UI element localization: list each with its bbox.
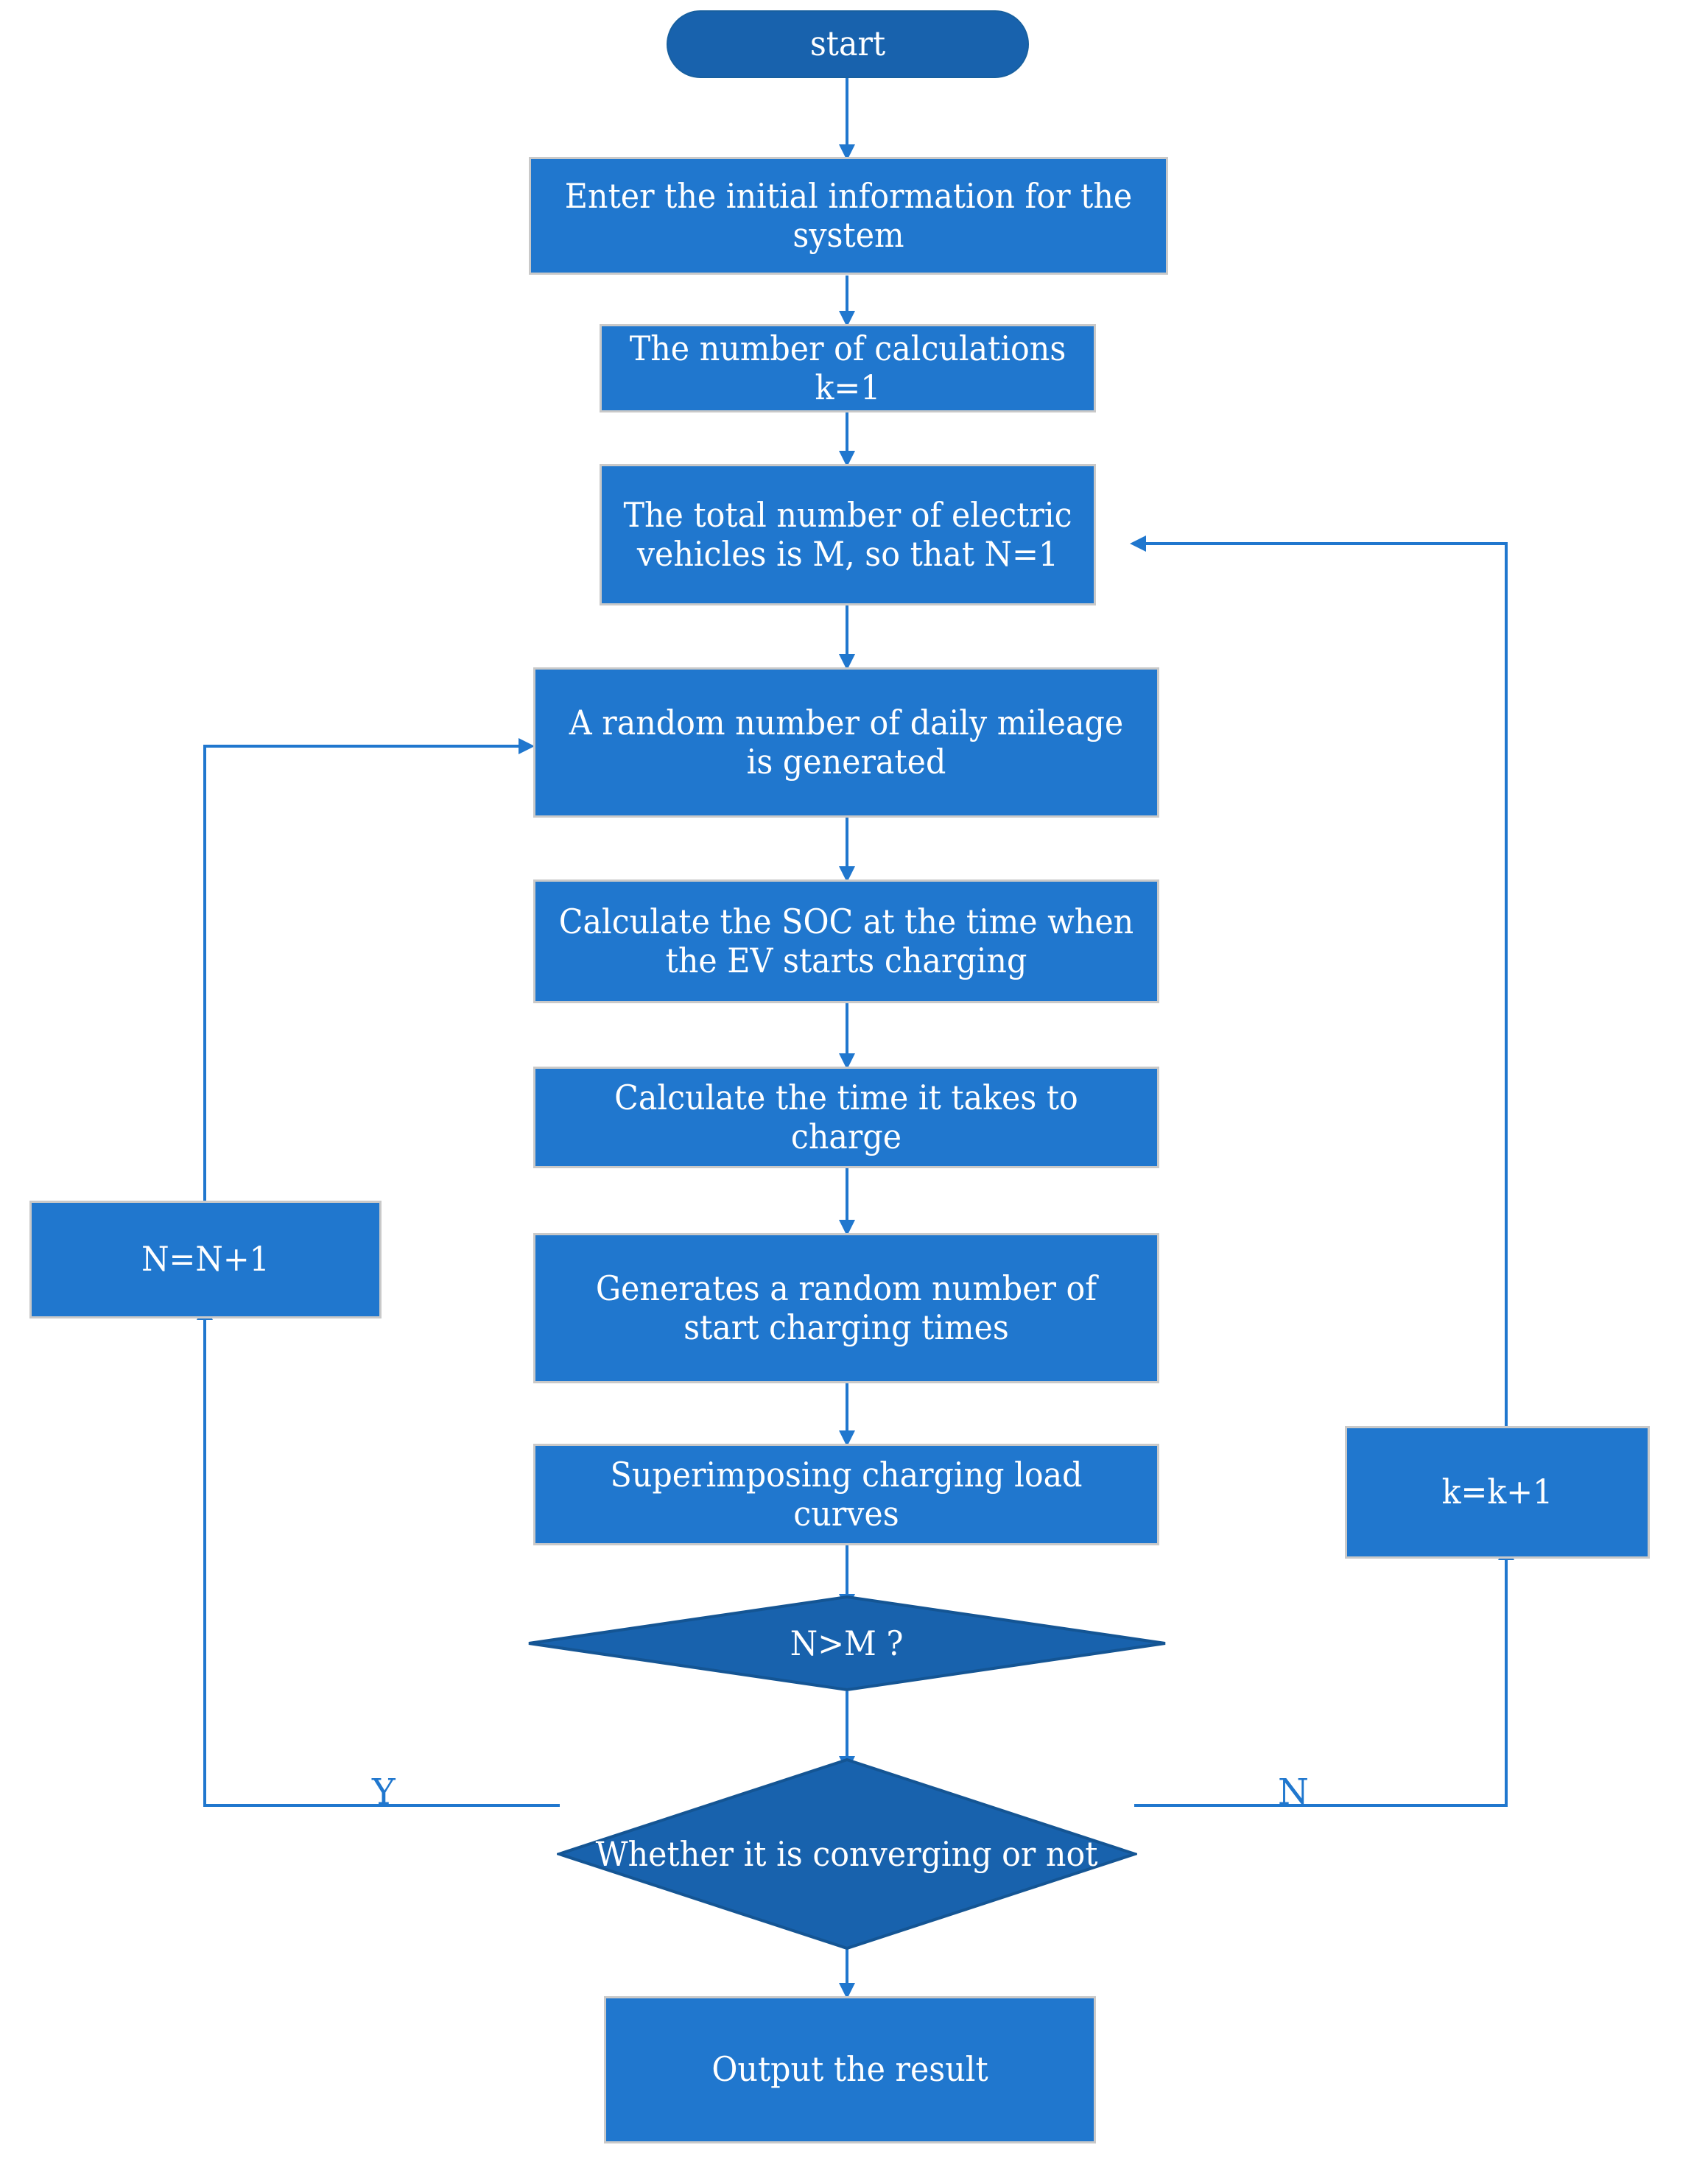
edge-label-no-text: N xyxy=(1278,1772,1309,1813)
node-decision-converge[interactable]: Whether it is converging or not xyxy=(557,1758,1137,1950)
node-calc-soc-label: Calculate the SOC at the time when the E… xyxy=(558,901,1134,980)
node-num-calc[interactable]: The number of calculations k=1 xyxy=(600,324,1096,412)
node-enter-info-label: Enter the initial information for the sy… xyxy=(564,175,1133,255)
node-gen-start-times[interactable]: Generates a random number of start charg… xyxy=(533,1233,1159,1383)
node-superimpose-label: Superimposing charging load curves xyxy=(610,1454,1083,1534)
edge-n-increment-to-random-mileage-path xyxy=(203,745,516,1201)
edge-label-yes: Y xyxy=(372,1772,396,1813)
node-total-ev-label: The total number of electric vehicles is… xyxy=(623,494,1072,574)
node-num-calc-label: The number of calculations k=1 xyxy=(629,328,1066,407)
node-output-label: Output the result xyxy=(711,2049,988,2090)
node-output[interactable]: Output the result xyxy=(604,1996,1096,2143)
node-start-label: start xyxy=(809,24,886,64)
node-k-increment[interactable]: k=k+1 xyxy=(1345,1426,1650,1559)
decision-converge-label-wrap: Whether it is converging or not xyxy=(557,1758,1137,1950)
decision-converge-shape xyxy=(557,1758,1137,1950)
edge-k-increment-to-total-ev-path xyxy=(1149,542,1508,1426)
node-calc-time[interactable]: Calculate the time it takes to charge xyxy=(533,1067,1159,1168)
node-gen-start-times-label: Generates a random number of start charg… xyxy=(595,1268,1097,1347)
node-n-increment-label: N=N+1 xyxy=(141,1239,270,1279)
node-total-ev[interactable]: The total number of electric vehicles is… xyxy=(600,464,1096,605)
node-k-increment-label: k=k+1 xyxy=(1441,1472,1553,1512)
node-decision-converge-label: Whether it is converging or not xyxy=(596,1834,1098,1874)
node-calc-soc[interactable]: Calculate the SOC at the time when the E… xyxy=(533,879,1159,1003)
node-decision-nm-label: N>M ? xyxy=(790,1623,904,1663)
edge-label-yes-text: Y xyxy=(372,1772,396,1813)
node-start[interactable]: start xyxy=(667,10,1029,78)
decision-nm-shape xyxy=(528,1595,1166,1691)
node-enter-info[interactable]: Enter the initial information for the sy… xyxy=(529,157,1168,275)
edge-label-no: N xyxy=(1278,1772,1309,1813)
edge-converge-yes-to-left-rail xyxy=(203,1319,560,1807)
edge-converge-no-to-right-rail xyxy=(1134,1559,1508,1807)
node-n-increment[interactable]: N=N+1 xyxy=(29,1201,382,1319)
node-calc-time-label: Calculate the time it takes to charge xyxy=(614,1077,1078,1156)
node-random-mileage-label: A random number of daily mileage is gene… xyxy=(569,702,1124,782)
decision-nm-label-wrap: N>M ? xyxy=(527,1595,1167,1691)
node-decision-nm[interactable]: N>M ? xyxy=(527,1595,1167,1691)
node-superimpose[interactable]: Superimposing charging load curves xyxy=(533,1444,1159,1545)
node-random-mileage[interactable]: A random number of daily mileage is gene… xyxy=(533,667,1159,818)
